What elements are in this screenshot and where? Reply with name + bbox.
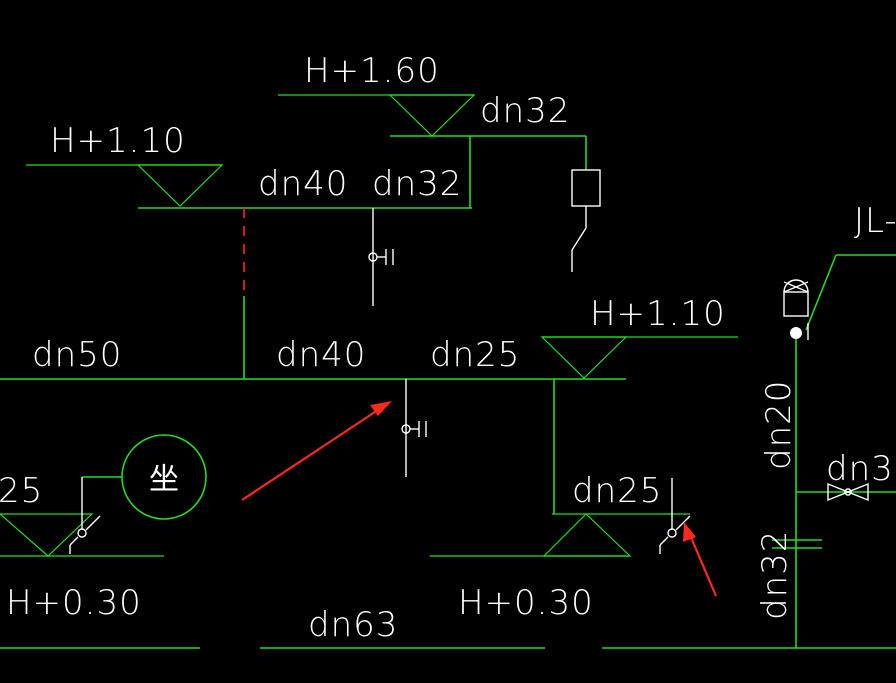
- label-h160: H+1.60: [304, 51, 440, 91]
- annotation-arrow-right: [683, 522, 718, 597]
- label-dn32-upper: dn32: [372, 164, 462, 204]
- label-dn25-left: 25: [0, 471, 43, 511]
- label-dn40-main: dn40: [276, 335, 366, 375]
- riser-valve-top: [783, 279, 809, 340]
- label-dn32-valve: dn32: [826, 449, 896, 489]
- label-dn50: dn50: [32, 335, 122, 375]
- toilet-label: 坐: [149, 462, 179, 497]
- label-dn25-main: dn25: [430, 335, 520, 375]
- label-dn20-vertical: dn20: [759, 380, 799, 470]
- annotation-arrow-left: [241, 401, 392, 501]
- level-marker-h160: [278, 94, 476, 137]
- label-dn32-top: dn32: [480, 91, 570, 131]
- valve-main-dn25: [401, 379, 427, 477]
- toilet-fixture: 坐: [121, 434, 207, 520]
- angle-valve-right: [659, 478, 691, 554]
- label-h030-left: H+0.30: [6, 583, 142, 623]
- angle-valve-left: [69, 477, 101, 554]
- level-marker-h110-right: [540, 336, 738, 379]
- label-riser: JL-: [854, 201, 896, 241]
- level-marker-h030-left: [0, 513, 164, 557]
- level-marker-h030-right: [430, 513, 690, 557]
- label-h110-left: H+1.10: [50, 121, 186, 161]
- valve-upper-dn32: [368, 208, 394, 306]
- label-h110-right: H+1.10: [590, 294, 726, 334]
- pipe-network: [0, 135, 896, 649]
- label-dn40-upper: dn40: [258, 164, 348, 204]
- switch-fixture-top: [571, 169, 601, 272]
- label-dn32-vertical: dn32: [755, 530, 795, 620]
- label-dn63: dn63: [308, 605, 398, 645]
- gate-valve-dn32: [827, 482, 869, 502]
- level-marker-h110-left: [26, 164, 224, 207]
- label-dn25-right: dn25: [572, 471, 662, 511]
- label-h030-right: H+0.30: [458, 583, 594, 623]
